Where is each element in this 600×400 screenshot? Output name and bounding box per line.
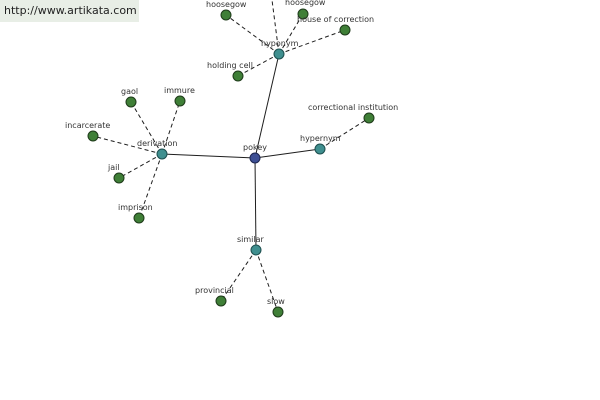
word-node-dot[interactable] (220, 9, 232, 21)
watermark-banner: http://www.artikata.com (0, 0, 139, 22)
relation-node-hypernym[interactable]: hypernym (300, 134, 341, 155)
watermark-url[interactable]: http://www.artikata.com (4, 4, 137, 17)
edge-similar-slow (255, 249, 279, 313)
word-node-label[interactable]: imprison (118, 203, 153, 212)
word-node-hoosegow-2[interactable]: hoosegow (285, 0, 326, 20)
word-node-label[interactable]: incarcerate (65, 121, 110, 130)
word-node-house-of-correction[interactable]: house of correction (297, 15, 374, 36)
edge-hyponym-holding-cell (237, 53, 280, 77)
word-node-jail[interactable]: jail (107, 163, 125, 184)
edge-hypernym-correctional-institution (319, 117, 370, 150)
word-node-label[interactable]: correctional institution (308, 103, 398, 112)
center-node-dot[interactable] (249, 152, 261, 164)
word-node-label[interactable]: jail (107, 163, 120, 172)
edge-hyponym-hoosegow-2 (278, 13, 304, 55)
word-node-dot[interactable] (272, 306, 284, 318)
word-node-immure[interactable]: immure (164, 86, 195, 107)
word-node-dot[interactable] (174, 95, 186, 107)
edge-pokey-hypernym (254, 148, 321, 159)
relation-node-label[interactable]: hyponym (261, 39, 299, 48)
relation-node-dot[interactable] (273, 48, 285, 60)
edge-similar-provincial (220, 249, 257, 302)
word-node-dot[interactable] (339, 24, 351, 36)
edge-hyponym-hoosegow-1 (225, 14, 280, 55)
relation-node-label[interactable]: hypernym (300, 134, 341, 143)
relation-node-dot[interactable] (314, 143, 326, 155)
edge-derivation-immure (161, 100, 181, 155)
edge-derivation-imprison (138, 153, 163, 219)
edge-pokey-hyponym (254, 53, 280, 159)
word-node-gaol[interactable]: gaol (121, 87, 138, 108)
word-node-correctional-institution[interactable]: correctional institution (308, 103, 398, 124)
relation-node-label[interactable]: similar (237, 235, 265, 244)
word-node-dot[interactable] (297, 8, 309, 20)
word-node-hoosegow-1[interactable]: hoosegow (206, 0, 247, 21)
word-node-slow[interactable]: slow (267, 297, 285, 318)
word-node-label[interactable]: house of correction (297, 15, 374, 24)
relation-node-label[interactable]: derivation (137, 139, 177, 148)
word-node-dot[interactable] (215, 295, 227, 307)
word-node-label[interactable]: holding cell (207, 61, 253, 70)
relation-node-similar[interactable]: similar (237, 235, 265, 256)
edge-hyponym-offscreen (271, 0, 280, 55)
edge-derivation-incarcerate (92, 135, 163, 155)
word-node-label[interactable]: immure (164, 86, 195, 95)
word-node-label[interactable]: gaol (121, 87, 138, 96)
word-node-dot[interactable] (232, 70, 244, 82)
word-node-dot[interactable] (87, 130, 99, 142)
relation-node-hyponym[interactable]: hyponym (261, 39, 299, 60)
edge-pokey-derivation (161, 153, 256, 159)
word-node-label[interactable]: provincial (195, 286, 234, 295)
word-node-label[interactable]: slow (267, 297, 285, 306)
word-node-label[interactable]: hoosegow (285, 0, 326, 7)
edge-pokey-similar (254, 157, 257, 251)
relation-node-derivation[interactable]: derivation (137, 139, 177, 160)
word-node-dot[interactable] (363, 112, 375, 124)
word-node-dot[interactable] (125, 96, 137, 108)
word-node-dot[interactable] (113, 172, 125, 184)
center-node-label[interactable]: pokey (243, 143, 267, 152)
relation-node-dot[interactable] (250, 244, 262, 256)
word-node-imprison[interactable]: imprison (118, 203, 153, 224)
edge-hyponym-house-of-correction (278, 29, 346, 55)
edge-derivation-gaol (130, 101, 163, 155)
word-node-incarcerate[interactable]: incarcerate (65, 121, 110, 142)
word-node-holding-cell[interactable]: holding cell (207, 61, 253, 82)
relation-node-dot[interactable] (156, 148, 168, 160)
word-node-dot[interactable] (133, 212, 145, 224)
word-node-provincial[interactable]: provincial (195, 286, 234, 307)
center-node-pokey[interactable]: pokey (243, 143, 267, 164)
edge-derivation-jail (118, 153, 163, 179)
word-node-label[interactable]: hoosegow (206, 0, 247, 9)
